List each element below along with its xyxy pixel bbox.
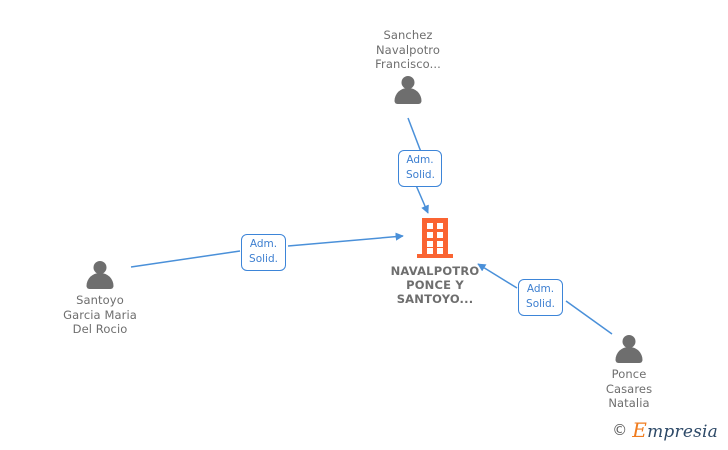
edge-label-sanchez[interactable]: Adm. Solid. bbox=[398, 150, 442, 187]
person-body bbox=[86, 273, 114, 289]
edge-label-santoyo[interactable]: Adm. Solid. bbox=[241, 234, 286, 271]
person-node-ponce[interactable]: Ponce Casares Natalia bbox=[554, 335, 704, 411]
edge-line-ponce bbox=[565, 300, 613, 335]
person-head bbox=[622, 335, 636, 348]
person-head bbox=[401, 75, 415, 89]
person-label-santoyo: Santoyo Garcia Maria Del Rocio bbox=[63, 293, 137, 336]
edge-line-sanchez bbox=[407, 117, 422, 153]
person-icon bbox=[614, 335, 644, 363]
person-body bbox=[394, 87, 422, 104]
person-node-sanchez[interactable]: Sanchez Navalpotro Francisco... bbox=[333, 28, 483, 104]
person-icon bbox=[85, 261, 115, 289]
person-label-sanchez: Sanchez Navalpotro Francisco... bbox=[375, 28, 441, 71]
copyright-icon: © bbox=[612, 421, 628, 439]
brand-rest: mpresia bbox=[647, 422, 718, 442]
empresia-watermark: © Empresia bbox=[612, 420, 718, 441]
person-icon bbox=[393, 75, 423, 104]
brand-name: Empresia bbox=[632, 420, 718, 441]
person-node-santoyo[interactable]: Santoyo Garcia Maria Del Rocio bbox=[25, 261, 175, 337]
edge-arrow-sanchez bbox=[414, 182, 429, 214]
company-label: NAVALPOTRO PONCE Y SANTOYO... bbox=[390, 264, 480, 306]
company-node-navalpotro[interactable]: NAVALPOTRO PONCE Y SANTOYO... bbox=[355, 217, 515, 306]
building-icon bbox=[416, 217, 454, 259]
person-label-ponce: Ponce Casares Natalia bbox=[605, 367, 653, 410]
person-head bbox=[93, 261, 107, 274]
edge-label-ponce[interactable]: Adm. Solid. bbox=[518, 279, 563, 316]
brand-initial: E bbox=[632, 418, 648, 442]
person-body bbox=[615, 347, 643, 363]
